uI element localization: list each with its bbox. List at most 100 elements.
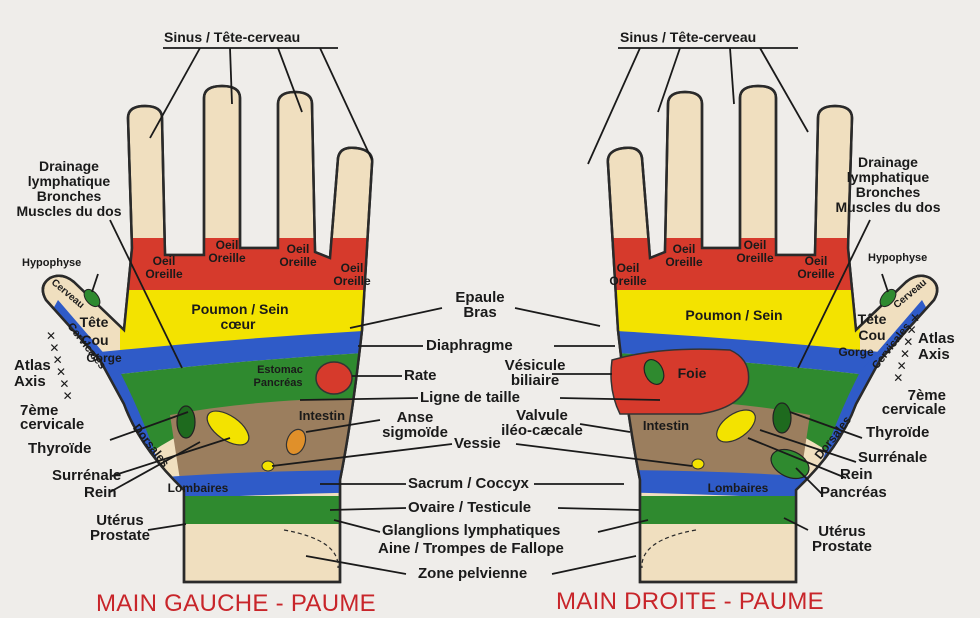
left-oeil-label-2: Oeil (216, 238, 239, 252)
right-axis-line: Axis (918, 346, 950, 363)
left-hand-title: MAIN GAUCHE - PAUME (96, 590, 376, 617)
left-cervicale-label: 7ème cervicale (20, 402, 85, 433)
rate-label: Rate (404, 367, 437, 384)
right-prostate-line: Prostate (811, 538, 873, 555)
epaule-bras-label: Epaule Bras (440, 290, 520, 320)
left-drainage-line-3: Bronches (36, 188, 102, 204)
right-sinus-label: Sinus / Tête-cerveau (620, 29, 757, 45)
right-drainage-line-3: Bronches (855, 184, 921, 200)
right-thyroid-organ (772, 402, 792, 434)
left-cervicale-line-1: 7ème (20, 402, 59, 419)
right-drainage-line-4: Muscles du dos (835, 199, 941, 215)
right-hand-title: MAIN DROITE - PAUME (556, 588, 824, 615)
right-cervicale-label: 7ème cervicale (866, 387, 946, 417)
right-oreille-label-3: Oreille (665, 255, 703, 269)
left-coeur-label: cœur (221, 316, 257, 332)
right-rein-label: Rein (840, 466, 873, 483)
diaphragme-label: Diaphragme (426, 337, 513, 354)
left-pelvic-arc (283, 529, 339, 569)
bras-line: Bras (463, 304, 497, 321)
left-lombaires-label: Lombaires (168, 481, 229, 495)
right-pituitary-organ (879, 288, 897, 308)
right-oreille-label-2: Oreille (736, 251, 774, 265)
left-surrenale-label: Surrénale (52, 467, 122, 484)
right-ovary-zone (607, 496, 830, 524)
ligne-taille-label: Ligne de taille (420, 389, 521, 406)
right-oeil-label-4: Oeil (617, 261, 640, 275)
leader-lines (91, 47, 889, 575)
left-hand (41, 84, 374, 584)
right-bladder-organ (691, 458, 705, 470)
left-poumon-label: Poumon / Sein (191, 301, 288, 317)
left-thyroid-organ (176, 405, 196, 439)
right-drainage-label: Drainage lymphatique Bronches Muscles du… (824, 155, 952, 215)
left-oreille-label-4: Oreille (333, 274, 371, 288)
vesicule-label: Vésicule biliaire (490, 358, 580, 388)
left-hand-outline-stroke (41, 84, 374, 584)
valvule-line-2: iléo-cæcale (501, 422, 583, 439)
left-prostate-line: Prostate (89, 527, 151, 544)
right-pancreas-label: Pancréas (820, 484, 887, 501)
right-intestine-zone (607, 398, 810, 480)
left-spleen-organ (315, 361, 353, 395)
right-surrenale-label: Surrénale (858, 449, 928, 466)
right-drainage-line-2: lymphatique (846, 169, 930, 185)
right-pelvic-arc (641, 529, 697, 569)
pelvienne-label: Zone pelvienne (418, 565, 528, 582)
right-oeil-label-3: Oeil (673, 242, 696, 256)
right-oeil-label-2: Oeil (744, 238, 767, 252)
right-uterus-line: Utérus (818, 523, 866, 540)
left-sigmoid-organ (285, 428, 307, 456)
left-oeil-label-3: Oeil (287, 242, 310, 256)
right-foie-label: Foie (678, 365, 707, 381)
anse-sigmoide-label: Anse sigmoïde (370, 410, 460, 440)
left-sinus-label: Sinus / Tête-cerveau (164, 29, 301, 45)
right-tete-label: Tête (858, 311, 887, 327)
left-axis-line: Axis (14, 373, 46, 390)
left-gorge-label: Gorge (86, 351, 122, 365)
left-oeil-label-4: Oeil (341, 261, 364, 275)
right-vertebra-marks: ✕✕ ✕ ✕ ✕ ✕ (893, 311, 920, 385)
left-tete-label: Tête (80, 314, 109, 330)
left-vertebra-marks: ✕ ✕ ✕ ✕ ✕ ✕ (46, 329, 73, 403)
left-kidney-organ (206, 410, 250, 446)
right-thyroide-label: Thyroïde (866, 424, 930, 441)
right-hypophyse-label: Hypophyse (868, 252, 928, 264)
right-oreille-label-4: Oreille (609, 274, 647, 288)
right-atlas-line: Atlas (918, 330, 955, 347)
left-drainage-line-4: Muscles du dos (16, 203, 122, 219)
right-kidney-organ (716, 409, 756, 443)
right-cou-label: Cou (858, 327, 885, 343)
left-oeil-label-1: Oeil (153, 254, 176, 268)
vesicule-line-2: biliaire (510, 372, 560, 389)
right-gallbladder-organ (643, 359, 665, 385)
left-drainage-label: Drainage lymphatique Bronches Muscles du… (14, 159, 124, 219)
right-intestin-label: Intestin (643, 418, 689, 433)
left-cervicale-line-2: cervicale (20, 416, 85, 433)
left-drainage-line-1: Drainage (39, 158, 99, 174)
glanglions-label: Glanglions lymphatiques (382, 522, 561, 539)
left-oreille-label-2: Oreille (208, 251, 246, 265)
right-lumbar-band (607, 470, 830, 500)
left-uterus-line: Utérus (96, 512, 144, 529)
left-pancreas-label: Pancréas (254, 377, 303, 389)
left-estomac-label: Estomac (257, 364, 303, 376)
left-thyroide-label: Thyroïde (28, 440, 92, 457)
right-poumon-label: Poumon / Sein (685, 307, 782, 323)
right-oreille-label-1: Oreille (797, 267, 835, 281)
right-cervicale-line-1: 7ème (907, 387, 946, 404)
right-liver-organ (610, 348, 750, 415)
left-oreille-label-3: Oreille (279, 255, 317, 269)
right-oeil-label-1: Oeil (805, 254, 828, 268)
epaule-line: Epaule (455, 289, 505, 306)
left-uterus-label: Utérus Prostate (80, 513, 160, 543)
right-drainage-line-1: Drainage (858, 154, 918, 170)
anse-line-2: sigmoïde (382, 424, 448, 441)
left-hypophyse-label: Hypophyse (22, 257, 82, 269)
right-diaphragm-band (607, 330, 880, 376)
valvule-label: Valvule iléo-cæcale (492, 408, 592, 438)
left-atlas-axis-label: Atlas Axis (14, 358, 51, 390)
left-oreille-label-1: Oreille (145, 267, 183, 281)
